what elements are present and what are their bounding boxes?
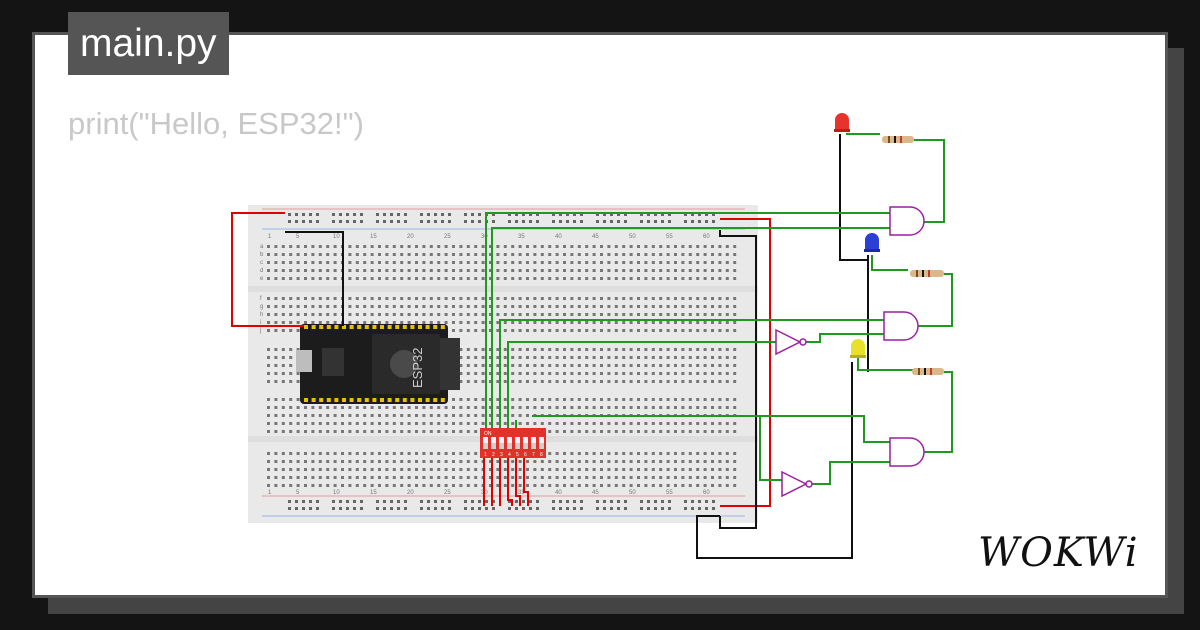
column-number: 60	[703, 234, 710, 240]
row-letter: j	[259, 328, 261, 334]
column-number: 50	[629, 490, 636, 496]
led-yellow[interactable]	[850, 339, 866, 358]
row-letter: g	[260, 304, 263, 310]
dip-switch-number: 2	[492, 452, 495, 458]
file-title-tab[interactable]: main.py	[68, 12, 229, 75]
column-number: 40	[555, 234, 562, 240]
row-letter: i	[260, 320, 261, 326]
and-gate[interactable]	[883, 311, 919, 341]
column-number: 45	[592, 490, 599, 496]
wokwi-logo-text: WOKWi	[978, 530, 1139, 576]
not-gate[interactable]	[775, 328, 807, 356]
dip-switch-number: 1	[484, 452, 487, 458]
column-number: 5	[296, 234, 300, 240]
esp32-pins	[304, 325, 445, 402]
code-preview: print("Hello, ESP32!")	[68, 106, 364, 141]
column-number: 30	[481, 234, 488, 240]
led-red[interactable]	[834, 113, 850, 132]
column-number: 50	[629, 234, 636, 240]
row-letter: a	[260, 244, 264, 250]
column-number: 1	[268, 490, 272, 496]
column-number: 15	[370, 490, 377, 496]
dip-switch[interactable]: ON 1 2 3 4 5 6 7 8	[480, 428, 546, 458]
not-gate[interactable]	[781, 470, 813, 498]
column-number: 55	[666, 234, 673, 240]
esp32-label: ESP32	[410, 348, 425, 388]
dip-switch-number: 6	[524, 452, 527, 458]
row-letter: e	[260, 276, 264, 282]
column-number: 40	[555, 490, 562, 496]
dip-switch-on-label: ON	[484, 431, 492, 437]
and-gate[interactable]	[889, 206, 925, 236]
row-letter: f	[260, 296, 262, 302]
column-number: 20	[407, 490, 414, 496]
resistor[interactable]	[912, 368, 944, 375]
column-number: 35	[518, 490, 525, 496]
column-number: 20	[407, 234, 414, 240]
and-gate[interactable]	[889, 437, 925, 467]
dip-switch-number: 5	[516, 452, 519, 458]
column-number: 25	[444, 490, 451, 496]
dip-switch-number: 3	[500, 452, 503, 458]
column-number: 15	[370, 234, 377, 240]
column-number: 10	[333, 234, 340, 240]
column-number: 45	[592, 234, 599, 240]
black-wires	[285, 134, 869, 559]
resistor[interactable]	[910, 270, 944, 277]
column-number: 1	[268, 234, 272, 240]
column-number: 10	[333, 490, 340, 496]
column-number: 60	[703, 490, 710, 496]
led-blue[interactable]	[864, 233, 880, 252]
row-letter: h	[260, 312, 263, 318]
wokwi-logo: WOKWi	[978, 530, 1139, 576]
dip-switch-number: 4	[508, 452, 511, 458]
dip-switch-number: 8	[540, 452, 543, 458]
esp32-board[interactable]: ESP32	[296, 324, 460, 404]
row-letter: c	[260, 260, 263, 266]
resistor[interactable]	[882, 136, 914, 143]
red-wires	[231, 212, 771, 507]
column-number: 25	[444, 234, 451, 240]
green-wires	[485, 133, 953, 485]
row-letter: d	[260, 268, 263, 274]
row-letter: b	[260, 252, 264, 258]
column-number: 55	[666, 490, 673, 496]
column-number: 35	[518, 234, 525, 240]
dip-switch-number: 7	[532, 452, 535, 458]
column-number: 5	[296, 490, 300, 496]
